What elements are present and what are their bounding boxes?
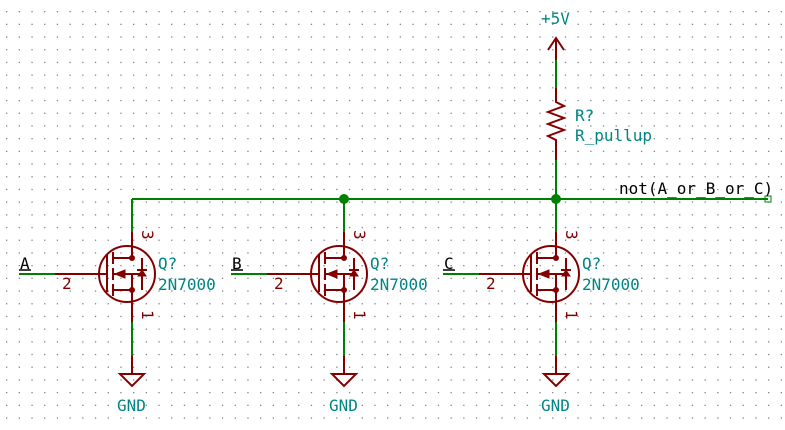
- net-label-anchor: [764, 195, 772, 203]
- source-pin-number: 1: [562, 310, 581, 320]
- gate-net-label: B: [232, 254, 242, 273]
- ground-label: GND: [541, 396, 570, 415]
- resistor-ref: R?: [575, 106, 594, 125]
- source-pin-number: 1: [138, 310, 157, 320]
- ground-symbol[interactable]: GND: [541, 356, 571, 415]
- gate-net-label: C: [444, 254, 454, 273]
- mosfet-ref: Q?: [158, 254, 177, 273]
- power-label: +5V: [541, 9, 570, 28]
- resistor-value: R_pullup: [575, 126, 652, 145]
- ground-symbol[interactable]: GND: [329, 356, 359, 415]
- drain-pin-number: 3: [138, 230, 157, 240]
- gate-pin-number: 2: [486, 274, 496, 293]
- power-symbol-5v[interactable]: +5V: [541, 9, 570, 60]
- junction-dot: [339, 194, 349, 204]
- mosfet-ref: Q?: [370, 254, 389, 273]
- ground-symbol[interactable]: GND: [117, 356, 147, 415]
- drain-pin-number: 3: [350, 230, 369, 240]
- source-pin-number: 1: [350, 310, 369, 320]
- grid-dots: [6, 11, 782, 419]
- mosfet-value: 2N7000: [582, 275, 640, 294]
- gate-pin-number: 2: [62, 274, 72, 293]
- ground-label: GND: [117, 396, 146, 415]
- ground-label: GND: [329, 396, 358, 415]
- gate-pin-number: 2: [274, 274, 284, 293]
- mosfet-value: 2N7000: [370, 275, 428, 294]
- mosfet-value: 2N7000: [158, 275, 216, 294]
- mosfet-ref: Q?: [582, 254, 601, 273]
- output-bus-wire[interactable]: [131, 198, 768, 232]
- gate-net-label: A: [20, 254, 30, 273]
- output-net-label: not(A_or_B_or_C): [619, 179, 773, 198]
- drain-pin-number: 3: [562, 230, 581, 240]
- resistor-pullup[interactable]: R? R_pullup: [545, 88, 652, 160]
